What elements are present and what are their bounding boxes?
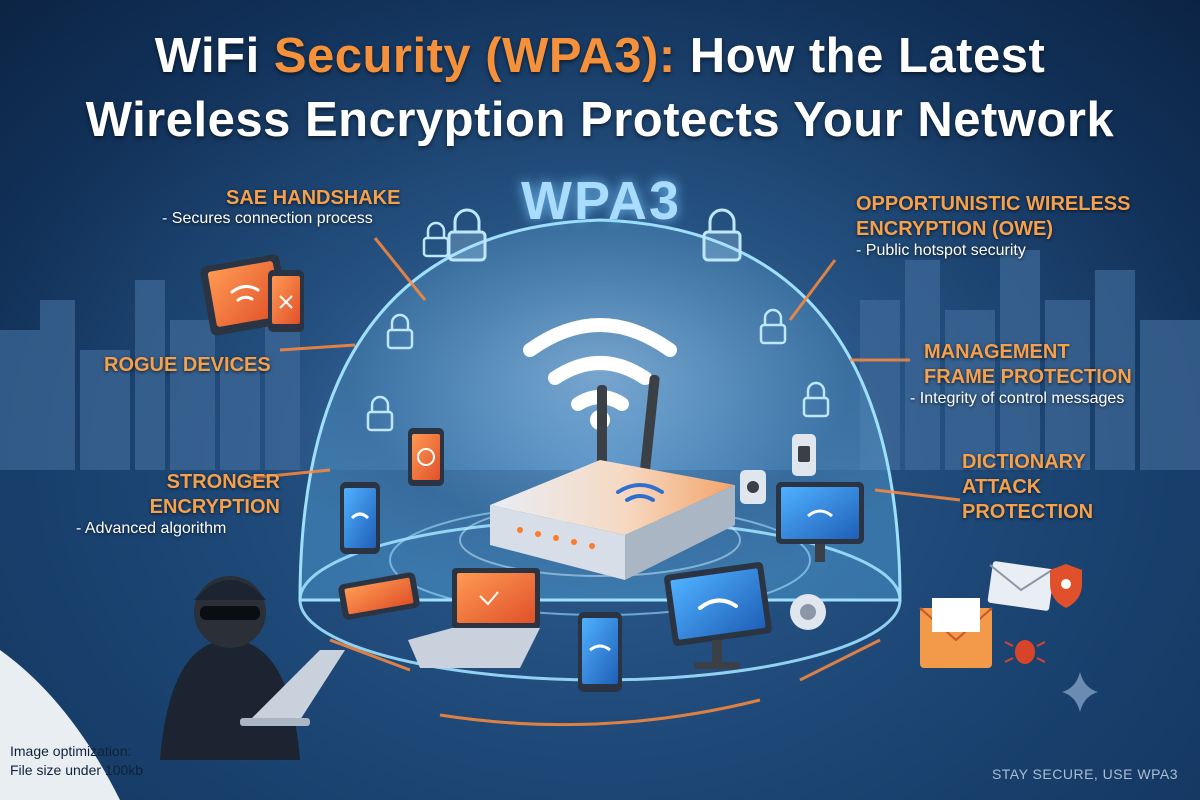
page-title-line1: WiFi Security (WPA3): How the Latest bbox=[0, 28, 1200, 84]
lock-icon bbox=[422, 221, 450, 258]
laptop-icon bbox=[408, 568, 540, 668]
lock-icon bbox=[759, 308, 787, 345]
feature-stronger-title-1: STRONGER bbox=[166, 471, 280, 493]
feature-dict-title-1: DICTIONARY bbox=[962, 451, 1086, 473]
lock-icon bbox=[447, 208, 487, 262]
page-title-line2: Wireless Encryption Protects Your Networ… bbox=[85, 93, 1115, 147]
feature-dict-title-2: ATTACK bbox=[962, 476, 1042, 498]
phone-icon bbox=[578, 612, 622, 692]
title-suffix: How the Latest bbox=[675, 29, 1046, 83]
lock-icon bbox=[366, 395, 394, 432]
footnote-line1: Image optimization: bbox=[10, 743, 132, 759]
shield-label: WPA3 bbox=[520, 171, 681, 231]
footnote-line2: File size under 100kb bbox=[10, 762, 144, 778]
hacker-icon bbox=[160, 576, 345, 760]
title-prefix: WiFi bbox=[154, 29, 274, 83]
camera-icon bbox=[740, 470, 766, 504]
title-accent: Security (WPA3): bbox=[273, 29, 676, 83]
feature-stronger-title-2: ENCRYPTION bbox=[149, 496, 280, 518]
lock-icon bbox=[802, 381, 830, 418]
smart-plug-icon bbox=[792, 434, 816, 476]
feature-dict-title-3: PROTECTION bbox=[962, 501, 1094, 523]
envelope-icon bbox=[987, 561, 1055, 611]
feature-owe-title-1: OPPORTUNISTIC WIRELESS bbox=[856, 193, 1131, 215]
rogue-tablet-icon bbox=[200, 254, 290, 336]
monitor-icon bbox=[664, 562, 772, 669]
phone-landscape-icon bbox=[338, 572, 420, 620]
feature-stronger-desc: - Advanced algorithm bbox=[76, 520, 227, 537]
feature-mfp-title-2: FRAME PROTECTION bbox=[924, 366, 1132, 388]
feature-mfp-desc: - Integrity of control messages bbox=[910, 390, 1125, 407]
footnote: Image optimization: File size under 100k… bbox=[10, 742, 143, 780]
monitor-icon bbox=[776, 482, 864, 562]
rogue-phone-icon bbox=[268, 270, 304, 332]
lock-icon bbox=[386, 313, 414, 350]
tablet-icon bbox=[408, 428, 444, 486]
speaker-icon bbox=[790, 594, 826, 630]
feature-owe-desc: - Public hotspot security bbox=[856, 242, 1026, 259]
feature-owe-title-2: ENCRYPTION (OWE) bbox=[856, 218, 1054, 240]
feature-sae-title: SAE HANDSHAKE bbox=[226, 187, 401, 209]
envelope-icon bbox=[919, 598, 993, 668]
protection-beams bbox=[249, 237, 961, 727]
shield-bug-icon bbox=[1050, 564, 1082, 608]
feature-sae-desc: - Secures connection process bbox=[162, 210, 373, 227]
phone-icon bbox=[340, 482, 380, 554]
page-curl bbox=[0, 650, 120, 800]
sparkle-icon bbox=[1062, 672, 1098, 712]
feature-mfp-title-1: MANAGEMENT bbox=[924, 341, 1070, 363]
feature-rogue-title: ROGUE DEVICES bbox=[104, 354, 271, 376]
bug-icon bbox=[1004, 640, 1046, 664]
tagline: STAY SECURE, USE WPA3 bbox=[991, 766, 1178, 782]
router-icon bbox=[490, 374, 735, 580]
lock-icon bbox=[702, 208, 742, 262]
